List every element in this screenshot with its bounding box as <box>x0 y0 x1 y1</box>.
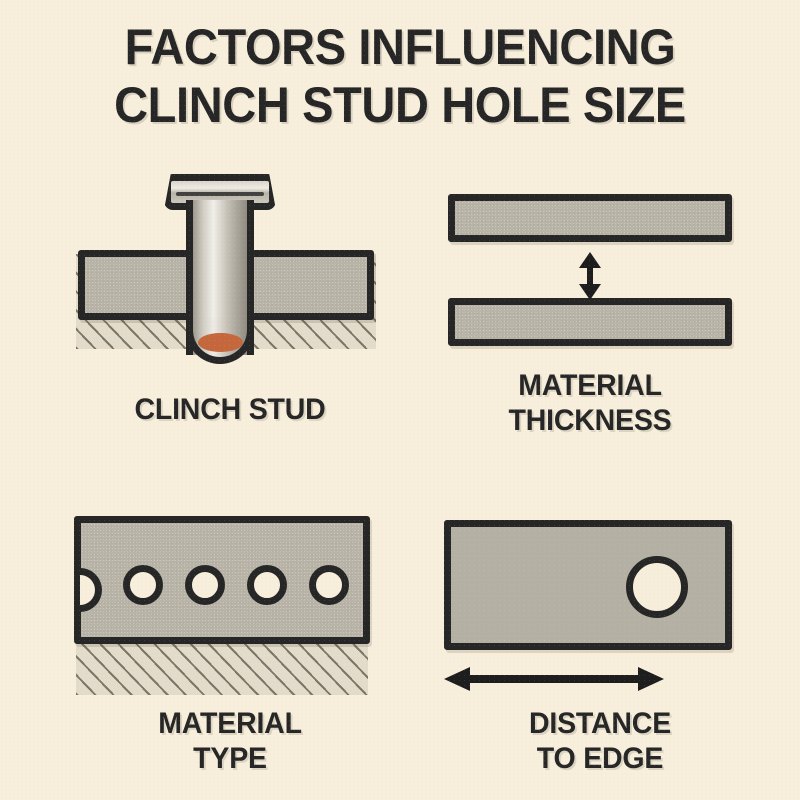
panel-material-type: MATERIAL TYPE <box>60 510 400 775</box>
poster-title: FACTORS INFLUENCING CLINCH STUD HOLE SIZ… <box>0 18 800 134</box>
panel-caption-clinch-stud: CLINCH STUD <box>69 392 392 427</box>
caption-line: DISTANCE <box>528 707 672 740</box>
title-line-1: FACTORS INFLUENCING <box>124 19 676 75</box>
caption-line: TO EDGE <box>536 742 664 775</box>
vertical-double-arrow-icon <box>576 252 604 300</box>
panel-caption-distance-to-edge: DISTANCE TO EDGE <box>439 706 762 776</box>
hatched-substrate <box>76 635 368 695</box>
panel-clinch-stud: CLINCH STUD <box>60 170 400 430</box>
caption-line: TYPE <box>193 742 267 775</box>
panel-caption-material-thickness: MATERIAL THICKNESS <box>429 368 752 438</box>
caption-line: MATERIAL <box>158 707 302 740</box>
solid-plate <box>444 520 732 650</box>
horizontal-double-arrow-icon <box>444 666 664 692</box>
plate-hole <box>123 565 163 605</box>
hatched-bar-top <box>448 194 732 242</box>
plate-hole <box>309 565 349 605</box>
panel-caption-material-type: MATERIAL TYPE <box>69 706 392 776</box>
stud-head-highlight-icon <box>176 192 264 196</box>
title-line-2: CLINCH STUD HOLE SIZE <box>114 77 686 133</box>
plate-hole <box>185 565 225 605</box>
caption-line: CLINCH STUD <box>134 393 326 426</box>
panel-distance-to-edge: DISTANCE TO EDGE <box>430 510 770 775</box>
half-hole-notch-icon <box>80 568 102 612</box>
stud-tip-face <box>198 333 243 352</box>
plate-hole <box>247 565 287 605</box>
hatched-plate <box>74 516 370 644</box>
panel-material-thickness: MATERIAL THICKNESS <box>430 180 750 437</box>
caption-line: THICKNESS <box>508 404 672 437</box>
caption-line: MATERIAL <box>518 369 662 402</box>
hatched-bar-bottom <box>448 298 732 346</box>
single-hole <box>626 556 688 618</box>
